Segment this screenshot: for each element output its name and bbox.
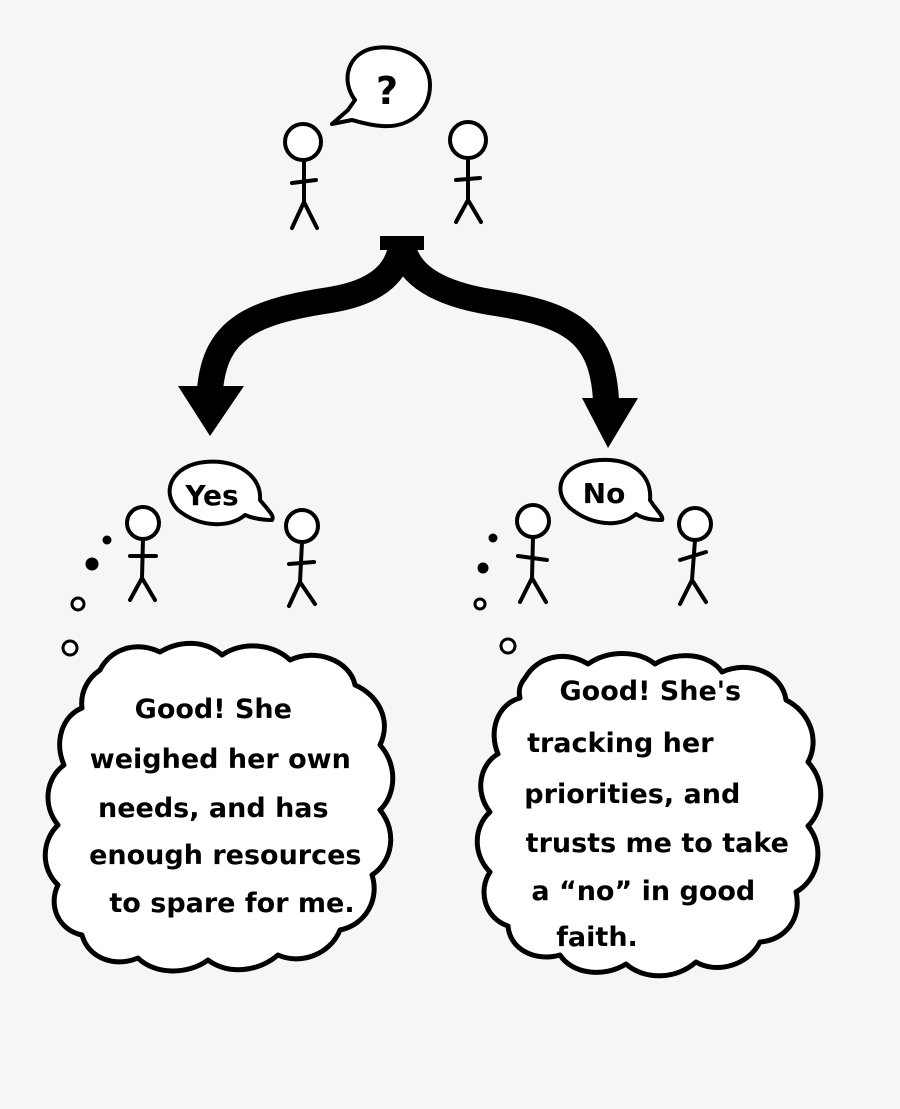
no-thought-text: Good! She's tracking her priorities, and… bbox=[524, 676, 798, 953]
no-speech-text: No bbox=[583, 477, 626, 510]
no-thought-line: trusts me to take bbox=[526, 828, 789, 859]
yes-thought-line: to spare for me. bbox=[109, 888, 354, 919]
yes-thought-line: enough resources bbox=[89, 840, 361, 871]
no-thought-line: tracking her bbox=[527, 728, 714, 759]
yes-thought-line: weighed her own bbox=[90, 744, 351, 775]
no-speech-bubble: No bbox=[558, 457, 665, 526]
no-thought-line: Good! She's bbox=[559, 676, 741, 707]
no-thought-line: faith. bbox=[556, 922, 638, 953]
yes-thought-cloud: Good! She weighed her own needs, and has… bbox=[42, 640, 396, 974]
split-arrow bbox=[178, 236, 638, 448]
no-thought-line: a “no” in good bbox=[531, 876, 755, 907]
yes-thought-text: Good! She weighed her own needs, and has… bbox=[89, 694, 371, 919]
no-thought-cloud: Good! She's tracking her priorities, and… bbox=[474, 651, 824, 979]
question-mark-text: ? bbox=[376, 69, 398, 113]
no-thought-dots bbox=[473, 533, 517, 655]
arrow-head-left bbox=[178, 386, 244, 436]
top-person-left bbox=[283, 122, 323, 230]
yes-thought-dots bbox=[61, 535, 112, 657]
top-person-right bbox=[448, 120, 488, 224]
yes-thought-line: needs, and has bbox=[98, 793, 329, 824]
yes-speech-text: Yes bbox=[184, 479, 238, 512]
yes-speech-bubble: Yes bbox=[167, 459, 275, 527]
no-person-right bbox=[677, 506, 713, 606]
no-thought-line: priorities, and bbox=[524, 779, 740, 810]
yes-person-left bbox=[125, 505, 161, 602]
question-speech-bubble: ? bbox=[330, 45, 432, 129]
yes-person-right bbox=[284, 508, 320, 608]
arrow-head-right bbox=[582, 398, 638, 448]
no-person-left bbox=[515, 503, 551, 604]
yes-thought-line: Good! She bbox=[135, 694, 292, 725]
